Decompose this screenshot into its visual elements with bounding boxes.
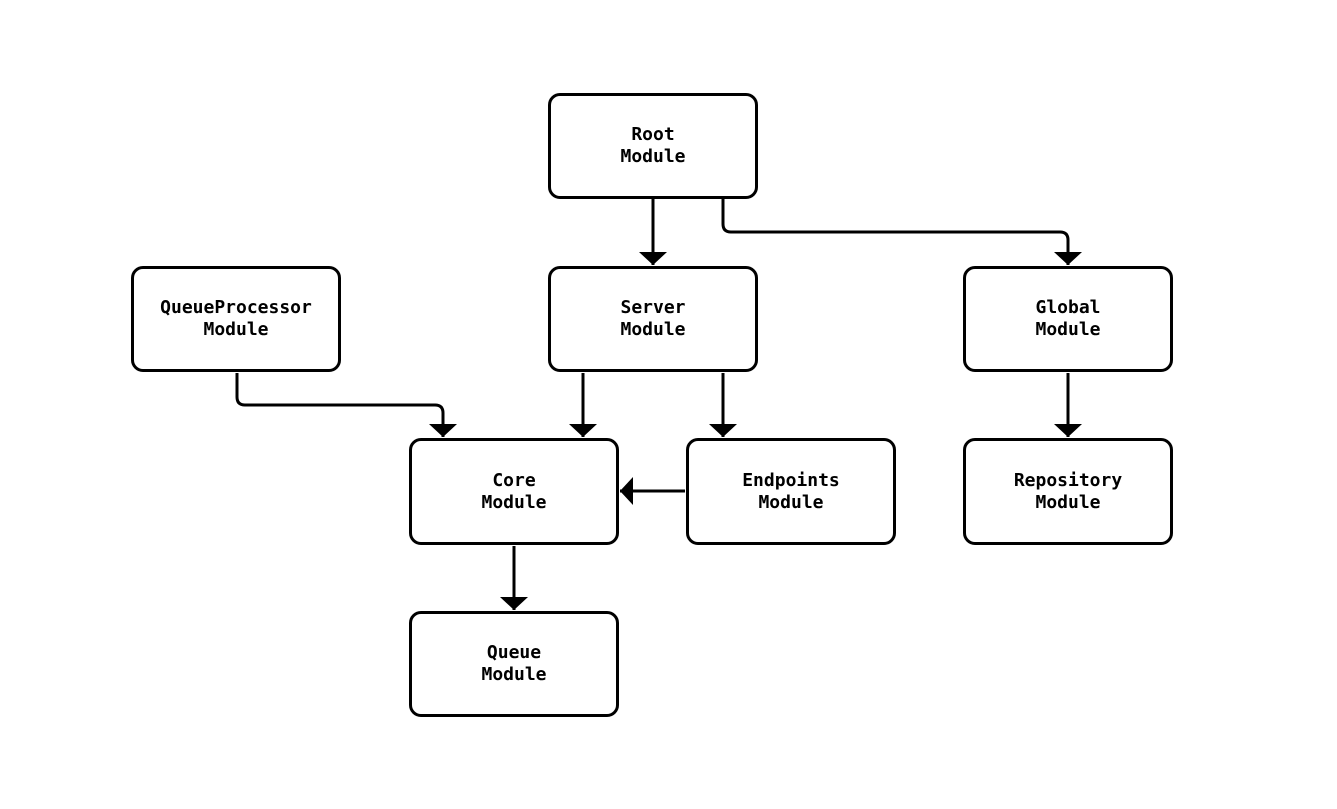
node-endpoints-module: Endpoints Module xyxy=(686,438,896,545)
node-global-module: Global Module xyxy=(963,266,1173,372)
node-queueprocessor-module: QueueProcessor Module xyxy=(131,266,341,372)
node-queue-module: Queue Module xyxy=(409,611,619,717)
node-core-module: Core Module xyxy=(409,438,619,545)
node-repository-module: Repository Module xyxy=(963,438,1173,545)
edge-root-to-global xyxy=(721,199,1082,265)
edge-queueprocessor-to-core xyxy=(235,373,457,437)
node-server-module: Server Module xyxy=(548,266,758,372)
node-root-module: Root Module xyxy=(548,93,758,199)
